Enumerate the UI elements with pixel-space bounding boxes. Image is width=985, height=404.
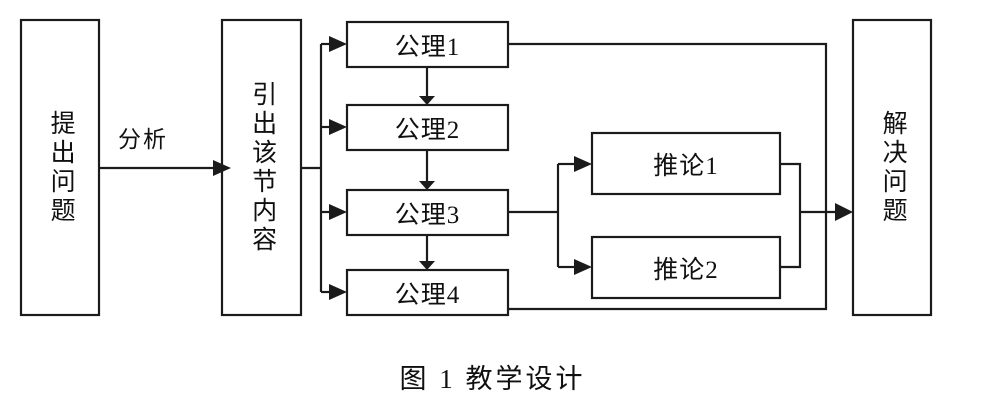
node-solve-problem[interactable] [851, 18, 933, 317]
node-axiom1[interactable] [345, 20, 510, 69]
arrowhead-to-axiom4 [329, 284, 347, 300]
node-corollary2[interactable] [590, 235, 782, 300]
arrowhead-axiom1-to-axiom2 [419, 96, 435, 105]
edge-axiom1-bypass-to-solve [508, 42, 828, 212]
arrowhead-to-solve-problem [835, 203, 853, 221]
arrowhead-to-axiom2 [329, 119, 347, 135]
arrowhead-to-axiom3 [329, 204, 347, 220]
edge-corollary-merge [780, 162, 802, 269]
edge-label-analyze: 分析 [118, 127, 168, 152]
node-pose-problem[interactable] [19, 18, 101, 317]
figure-caption: 图 1 教学设计 [399, 364, 586, 394]
arrowhead-pose-to-introduce [213, 160, 231, 176]
node-axiom3[interactable] [345, 188, 510, 237]
node-axiom4[interactable] [345, 268, 510, 317]
edge-axiom4-bypass-to-solve [508, 212, 828, 311]
arrowhead-axiom2-to-axiom3 [419, 181, 435, 190]
arrowhead-to-corollary2 [574, 259, 592, 275]
node-axiom2[interactable] [345, 103, 510, 152]
node-introduce-section[interactable] [220, 18, 303, 317]
arrowhead-axiom3-to-axiom4 [419, 261, 435, 270]
arrowhead-to-axiom1 [329, 36, 347, 52]
arrowhead-to-corollary1 [574, 156, 592, 172]
node-corollary1[interactable] [590, 131, 782, 196]
